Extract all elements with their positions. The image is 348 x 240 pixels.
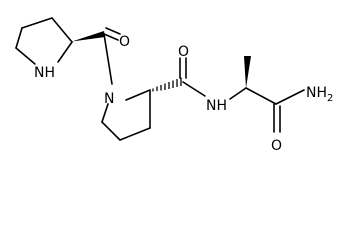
bond-co1-a bbox=[103, 33, 119, 41]
atom-label-o-carbonyl1: O bbox=[119, 34, 130, 50]
bond-c-nh bbox=[182, 81, 206, 97]
molecule-drawing: NH O N O NH NH2 O bbox=[15, 17, 333, 154]
wedge-bond-methyl bbox=[244, 56, 251, 88]
bond-r2-c bbox=[119, 127, 151, 141]
bond-ca-c3 bbox=[245, 87, 277, 105]
bond-r1-a bbox=[21, 17, 53, 29]
bond-r2-e bbox=[101, 103, 109, 123]
bond-co1-b bbox=[105, 27, 121, 35]
structure-canvas: NH O N O NH NH2 O bbox=[15, 17, 333, 154]
wedge-bond-1 bbox=[72, 31, 105, 42]
bond-r1-c bbox=[57, 41, 73, 63]
atom-label-o-carbonyl3: O bbox=[271, 138, 282, 154]
atom-label-n-ring2: N bbox=[104, 91, 114, 107]
bond-nh-ca bbox=[229, 87, 247, 100]
bond-r2-a bbox=[125, 89, 151, 101]
atom-label-o-carbonyl2: O bbox=[178, 44, 189, 60]
bond-r2-d bbox=[101, 121, 121, 141]
atom-label-nh-amide: NH bbox=[206, 98, 227, 114]
bond-r1-b bbox=[51, 17, 73, 43]
bond-r1-d bbox=[15, 47, 36, 65]
atom-label-nh-ring1: NH bbox=[34, 65, 55, 81]
bond-c3-nh2 bbox=[275, 89, 305, 105]
hashed-wedge-bond bbox=[152, 77, 182, 92]
bond-r1-e bbox=[15, 27, 23, 49]
atom-label-nh2: NH2 bbox=[306, 85, 333, 104]
bond-c-n2 bbox=[103, 33, 113, 85]
